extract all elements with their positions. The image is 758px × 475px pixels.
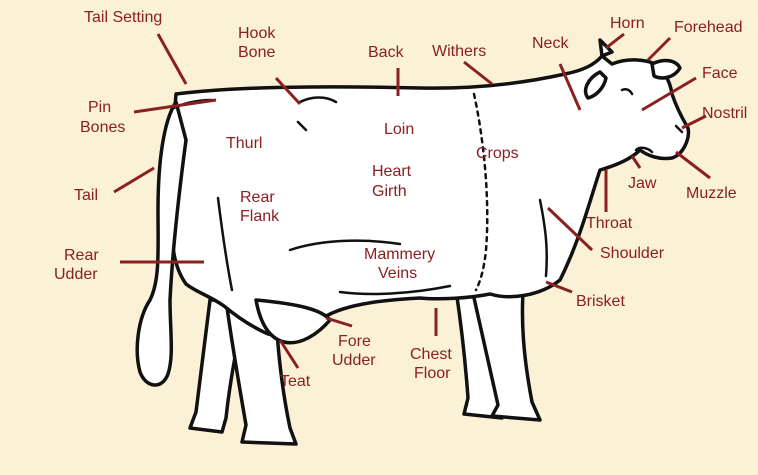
label-tail-setting: Tail Setting [84, 9, 162, 26]
label-pin-bones-line2: Bones [80, 119, 125, 136]
label-crops: Crops [476, 145, 519, 162]
label-tail: Tail [74, 187, 98, 204]
ear-right [652, 61, 680, 78]
leader-forehead [648, 38, 670, 60]
label-shoulder: Shoulder [600, 245, 665, 262]
leader-muzzle [676, 152, 710, 178]
label-rear-flank-line2: Flank [240, 208, 280, 225]
cow-illustration [137, 40, 688, 444]
label-brisket: Brisket [576, 293, 625, 310]
label-face: Face [702, 65, 738, 82]
label-forehead: Forehead [674, 19, 743, 36]
label-jaw: Jaw [628, 175, 657, 192]
label-mammary-veins-line2: Veins [378, 265, 417, 282]
label-rear-udder-line1: Rear [64, 247, 99, 264]
leader-horn [606, 34, 624, 48]
label-fore-udder-line1: Fore [338, 333, 371, 350]
label-back: Back [368, 44, 405, 61]
label-withers: Withers [432, 43, 486, 60]
label-thurl: Thurl [226, 135, 262, 152]
label-hook-bone-line1: Hook [238, 25, 276, 42]
label-chest-floor-line1: Chest [410, 346, 452, 363]
label-heart-girth-line2: Girth [372, 183, 407, 200]
leader-jaw [632, 156, 640, 168]
label-horn: Horn [610, 15, 645, 32]
label-loin: Loin [384, 121, 414, 138]
label-teat: Teat [280, 373, 311, 390]
leader-tail [114, 168, 154, 192]
label-throat: Throat [586, 215, 633, 232]
label-mammary-veins-line1: Mammery [364, 246, 435, 263]
label-chest-floor-line2: Floor [414, 365, 451, 382]
label-rear-udder-line2: Udder [54, 266, 98, 283]
label-nostril: Nostril [702, 105, 747, 122]
label-fore-udder-line2: Udder [332, 352, 376, 369]
label-muzzle: Muzzle [686, 185, 737, 202]
label-neck: Neck [532, 35, 569, 52]
leader-withers [464, 62, 492, 84]
label-hook-bone-line2: Bone [238, 44, 275, 61]
leader-tail-setting [158, 34, 186, 84]
label-rear-flank-line1: Rear [240, 189, 275, 206]
label-pin-bones-line1: Pin [88, 99, 111, 116]
label-heart-girth-line1: Heart [372, 163, 412, 180]
